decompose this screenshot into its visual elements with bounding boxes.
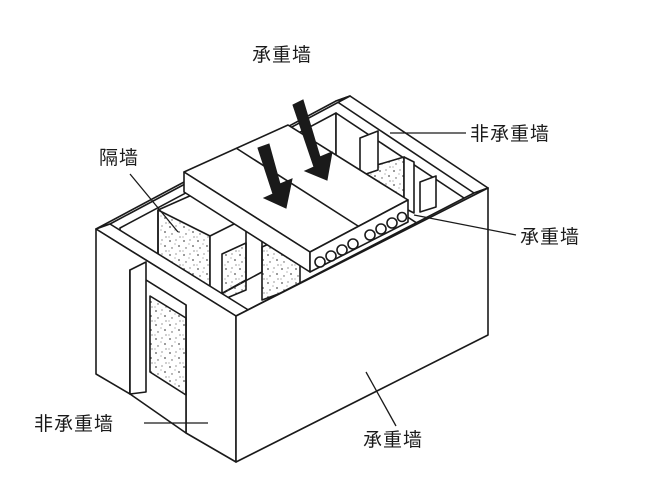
arrow-down-icon bbox=[257, 143, 293, 209]
label-non-load-bearing-left: 非承重墙 bbox=[34, 413, 115, 435]
floor-slab bbox=[183, 124, 409, 273]
slab-hollow-cores bbox=[314, 211, 408, 268]
leader-bearing-right bbox=[413, 214, 517, 236]
label-load-bearing-right: 承重墙 bbox=[520, 226, 581, 248]
front-walls bbox=[95, 187, 489, 463]
partition-right-small bbox=[359, 130, 379, 177]
left-door-partition bbox=[149, 295, 187, 396]
leader-lines bbox=[129, 132, 517, 427]
label-partition-wall: 隔墙 bbox=[99, 147, 140, 169]
label-load-bearing-top: 承重墙 bbox=[252, 44, 313, 66]
arrow-down-icon bbox=[292, 99, 333, 181]
front-right-wall bbox=[235, 187, 489, 463]
slab-joint bbox=[235, 147, 359, 227]
partition-right-small-b bbox=[419, 175, 437, 213]
left-door-jamb bbox=[129, 261, 147, 395]
label-load-bearing-front: 承重墙 bbox=[363, 429, 424, 451]
leader-partition bbox=[129, 173, 179, 233]
load-arrows bbox=[257, 99, 333, 209]
label-non-load-bearing-right: 非承重墙 bbox=[470, 123, 551, 145]
partition-wall-side-texture bbox=[221, 242, 247, 301]
leader-bearing-front bbox=[365, 371, 397, 427]
